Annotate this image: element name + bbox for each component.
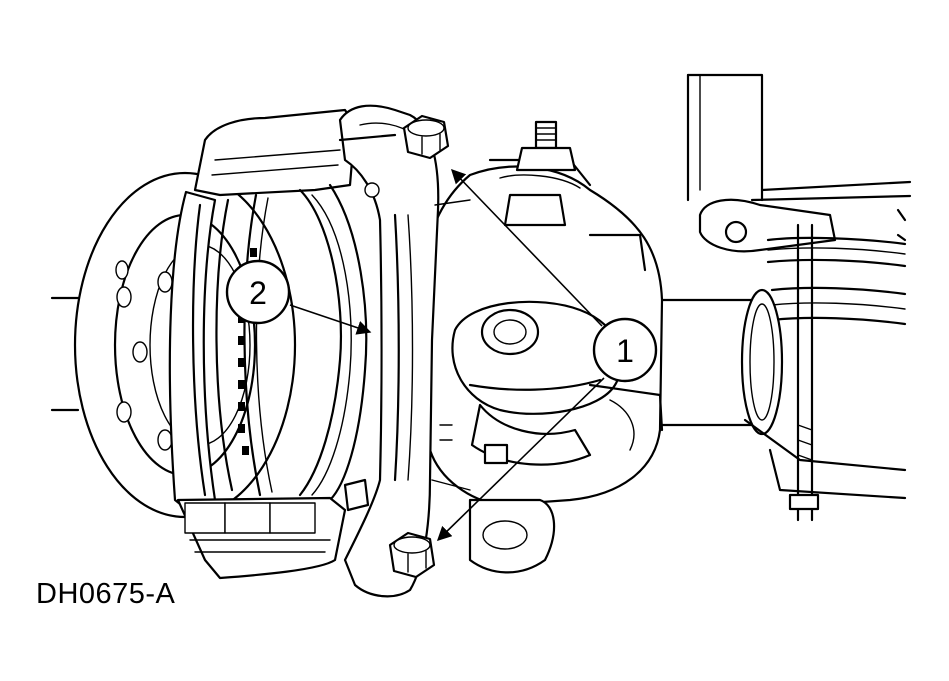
callout-1: 1 [436,168,658,542]
anchor-bolt-lower [388,531,436,579]
figure-id-label: DH0675-A [36,578,176,610]
steering-knuckle [418,120,664,574]
callout-2: 2 [225,259,372,335]
callout-1-circle [592,317,658,383]
brake-caliper [168,108,370,580]
anchor-bolt-upper [402,114,450,160]
suspension-background [658,73,912,522]
callout-2-circle [225,259,291,325]
callout-2-label: 2 [249,275,267,311]
callout-1-label: 1 [616,333,634,369]
